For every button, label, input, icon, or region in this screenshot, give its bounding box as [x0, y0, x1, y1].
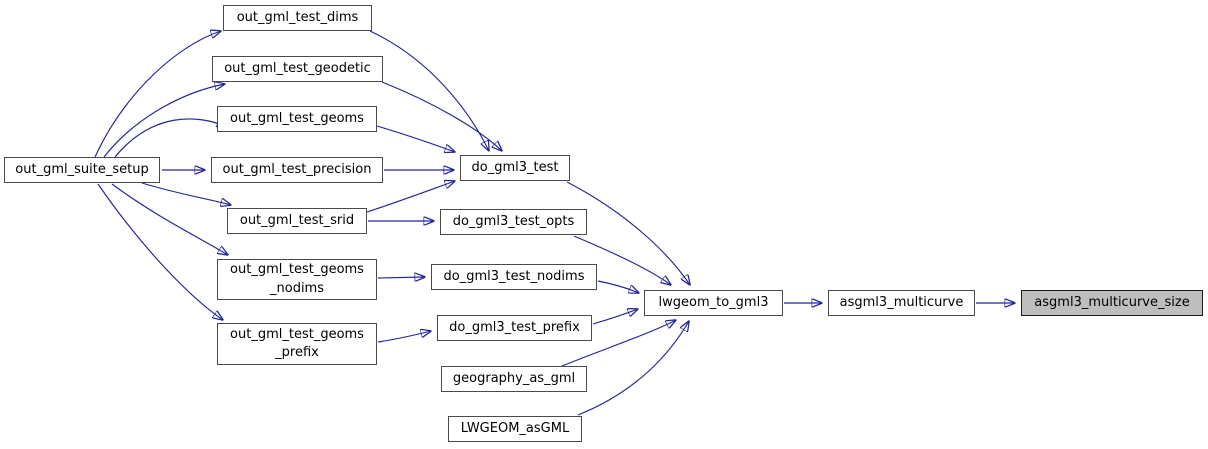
node-LWGEOM_asGML[interactable]: LWGEOM_asGML [448, 416, 582, 442]
edge-out_gml_test_geoms_prefix-do_gml3_test_prefix [377, 331, 431, 343]
edge-out_gml_suite_setup-out_gml_test_geoms_prefix [97, 183, 223, 320]
edge-out_gml_suite_setup-out_gml_test_geoms [114, 118, 227, 158]
edge-do_gml3_test_nodims-lwgeom_to_gml3 [597, 280, 639, 293]
node-out_gml_test_srid[interactable]: out_gml_test_srid [227, 208, 367, 234]
node-label-line: _nodims [270, 280, 324, 296]
node-out_gml_test_geoms_nodims[interactable]: out_gml_test_geoms _nodims [217, 259, 377, 300]
node-out_gml_test_geodetic[interactable]: out_gml_test_geodetic [212, 56, 383, 82]
node-asgml3_multicurve[interactable]: asgml3_multicurve [828, 290, 975, 316]
node-lwgeom_to_gml3[interactable]: lwgeom_to_gml3 [644, 290, 783, 316]
edge-do_gml3_test_prefix-lwgeom_to_gml3 [592, 309, 638, 325]
edge-out_gml_test_geoms_nodims-do_gml3_test_nodims [377, 277, 425, 278]
node-do_gml3_test[interactable]: do_gml3_test [460, 155, 570, 181]
node-out_gml_test_precision[interactable]: out_gml_test_precision [211, 157, 383, 183]
node-label-line: out_gml_test_geoms [230, 326, 364, 342]
edge-out_gml_test_geodetic-do_gml3_test [381, 81, 502, 151]
edge-out_gml_test_geoms-do_gml3_test [376, 125, 455, 152]
node-do_gml3_test_prefix[interactable]: do_gml3_test_prefix [437, 315, 592, 341]
edge-out_gml_suite_setup-out_gml_test_geodetic [103, 84, 225, 158]
node-out_gml_test_dims[interactable]: out_gml_test_dims [223, 5, 372, 31]
edge-out_gml_test_srid-do_gml3_test [366, 181, 455, 213]
node-geography_as_gml[interactable]: geography_as_gml [441, 366, 587, 392]
node-label-line: out_gml_test_geoms [230, 262, 364, 278]
edges-group [94, 30, 1015, 416]
edge-out_gml_suite_setup-out_gml_test_dims [94, 31, 221, 158]
edge-LWGEOM_asGML-lwgeom_to_gml3 [577, 321, 689, 416]
node-asgml3_multicurve_size: asgml3_multicurve_size [1021, 290, 1203, 316]
edge-do_gml3_test_opts-lwgeom_to_gml3 [573, 235, 671, 285]
node-label-line: _prefix [275, 345, 319, 360]
edge-out_gml_suite_setup-out_gml_test_srid [141, 182, 231, 205]
edge-do_gml3_test-lwgeom_to_gml3 [566, 181, 690, 285]
edge-out_gml_test_dims-do_gml3_test [369, 30, 489, 151]
node-out_gml_test_geoms[interactable]: out_gml_test_geoms [217, 106, 377, 132]
edge-geography_as_gml-lwgeom_to_gml3 [561, 320, 676, 367]
node-out_gml_suite_setup[interactable]: out_gml_suite_setup [4, 157, 160, 183]
node-do_gml3_test_opts[interactable]: do_gml3_test_opts [440, 209, 587, 235]
edge-out_gml_suite_setup-out_gml_test_geoms_nodims [111, 183, 228, 255]
node-do_gml3_test_nodims[interactable]: do_gml3_test_nodims [431, 264, 597, 290]
node-out_gml_test_geoms_prefix[interactable]: out_gml_test_geoms _prefix [217, 323, 377, 365]
